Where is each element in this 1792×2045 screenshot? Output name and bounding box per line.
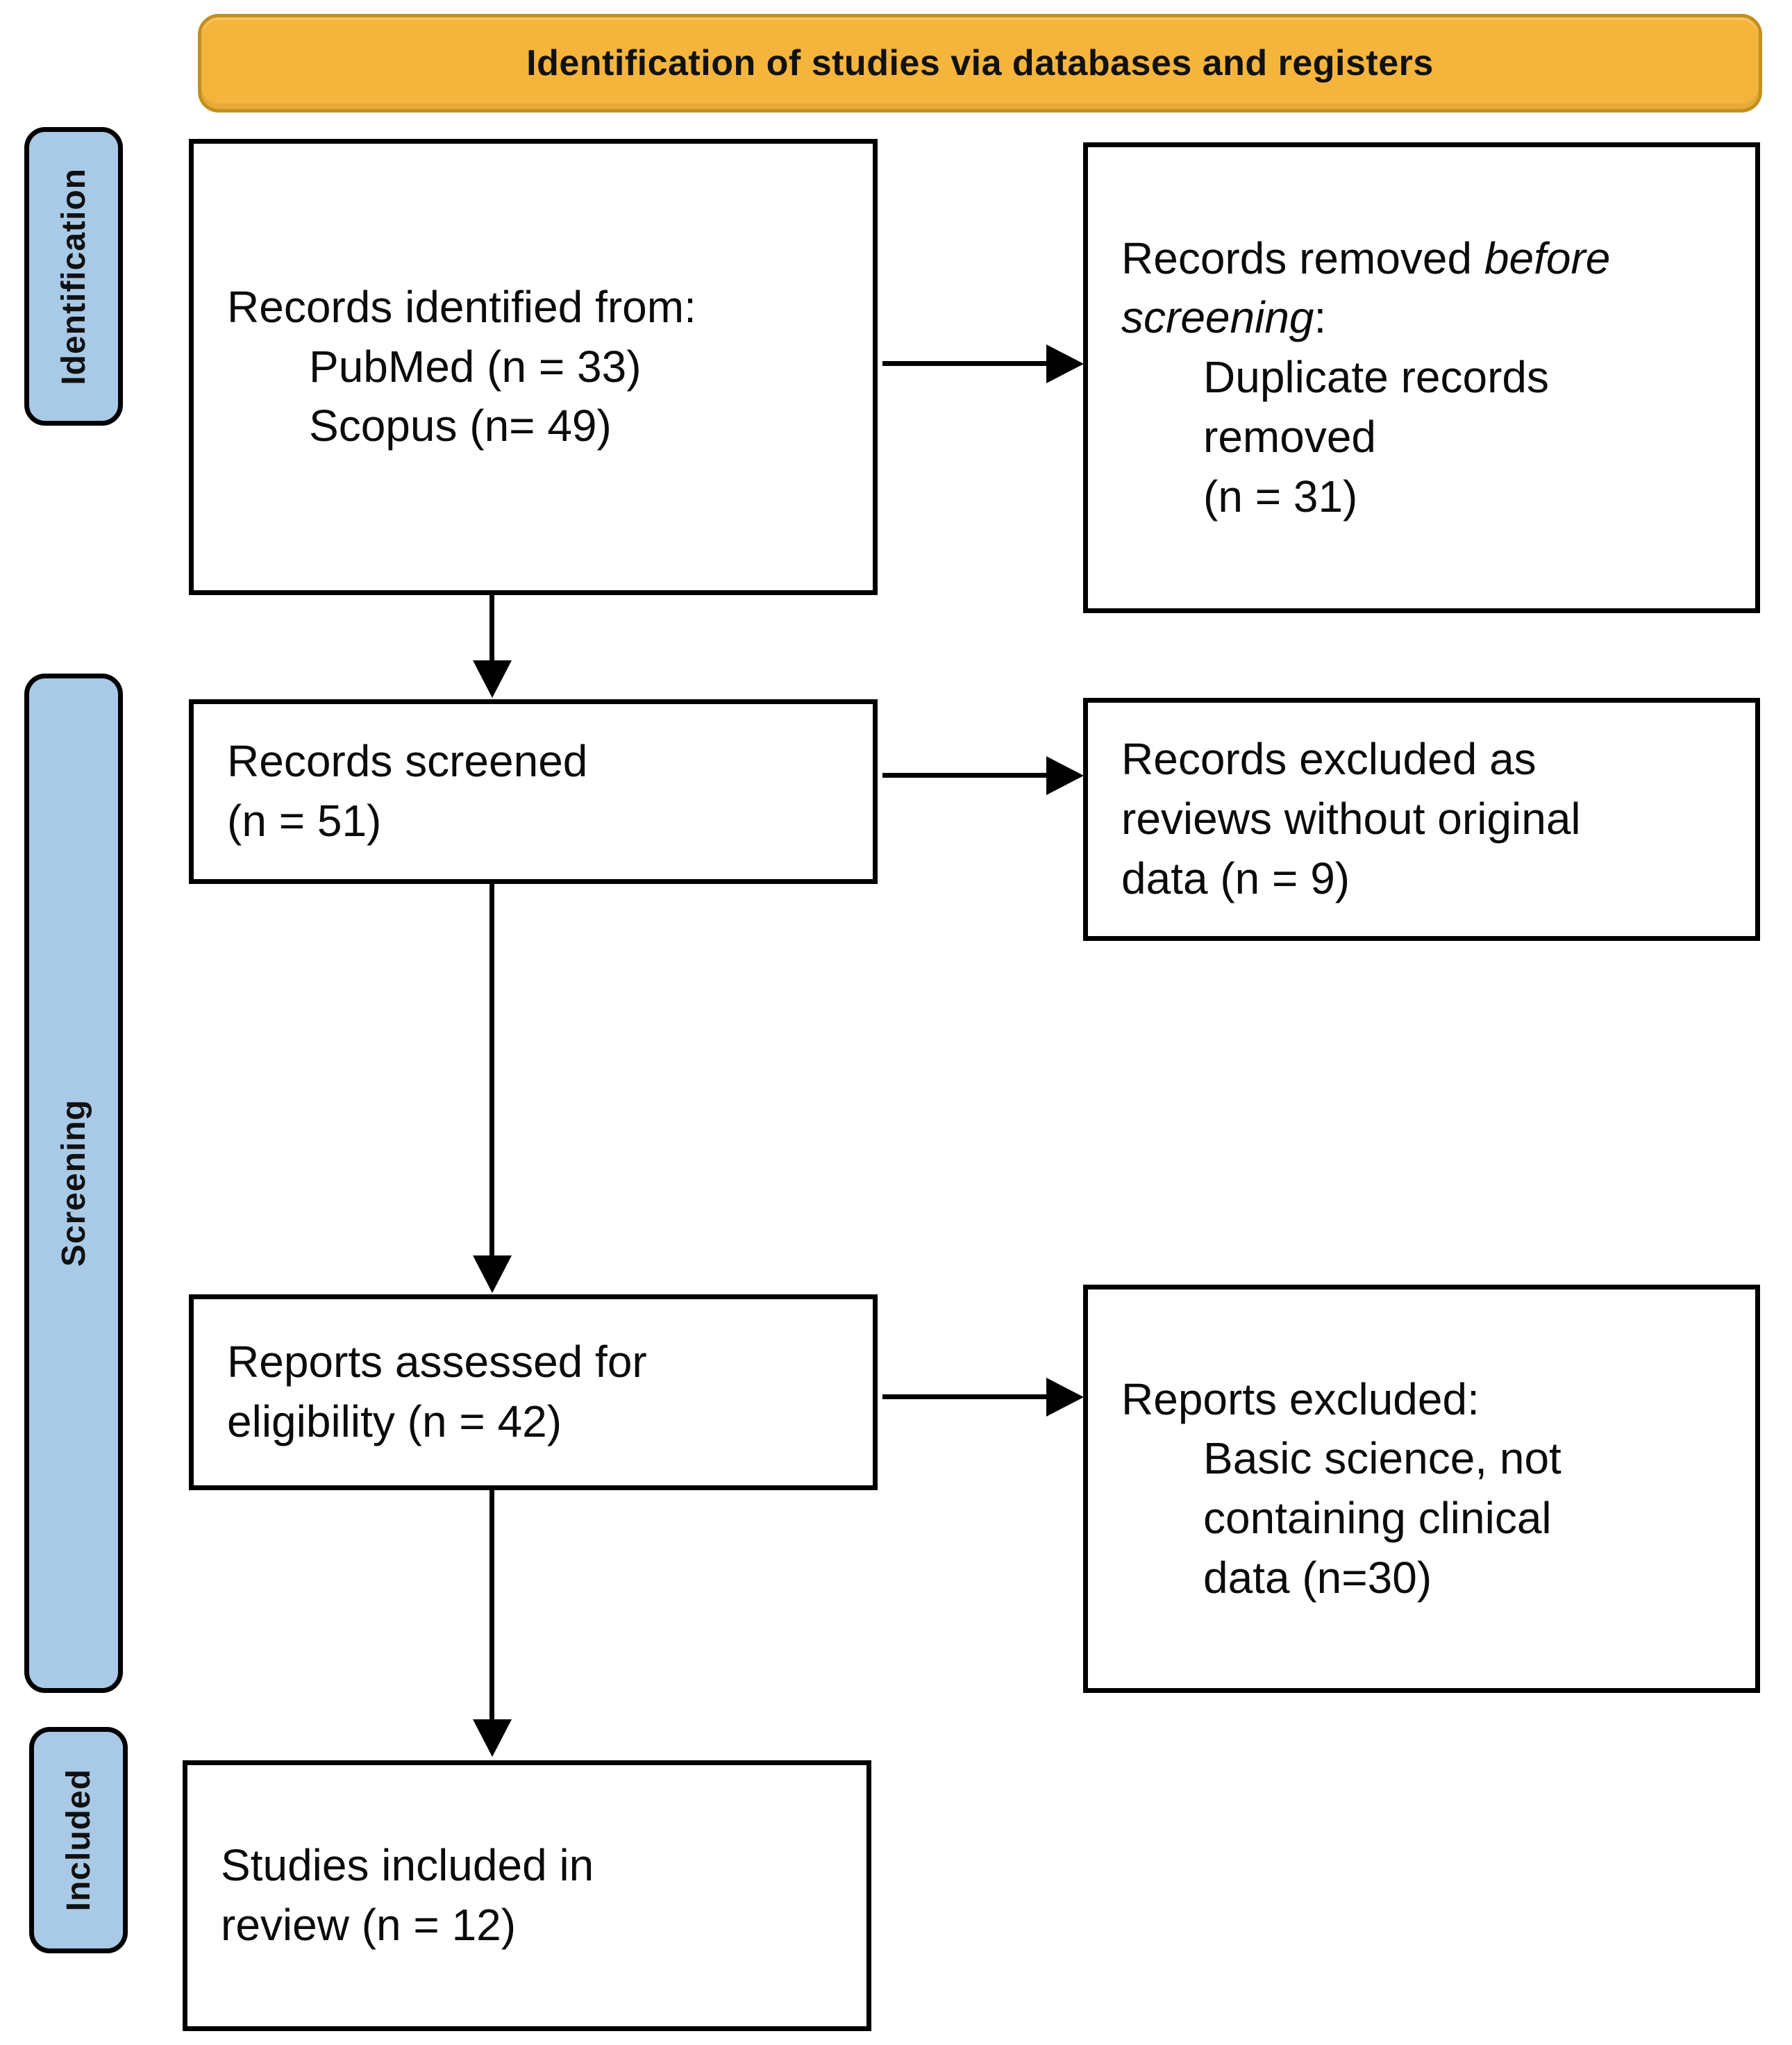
text-line: containing clinical (1203, 1493, 1552, 1543)
text-line: data (n = 9) (1121, 853, 1350, 903)
arrow-identified-to-screened (489, 595, 494, 662)
box-records-identified: Records identified from: PubMed (n = 33)… (189, 139, 878, 595)
arrow-screened-to-excluded (882, 773, 1048, 778)
text-line: Reports excluded: (1121, 1374, 1480, 1424)
stage-bar-screening: Screening (24, 674, 123, 1693)
text-line: Reports assessed for (227, 1337, 647, 1387)
text-segment-italic: screening (1121, 292, 1314, 343)
text-line: screening: (1121, 288, 1736, 348)
box-records-excluded: Records excluded as reviews without orig… (1083, 698, 1760, 941)
text-line: PubMed (n = 33) (309, 341, 642, 392)
text-line: Records identified from: (227, 281, 696, 332)
box-reports-assessed: Reports assessed for eligibility (n = 42… (189, 1294, 878, 1490)
text-line: data (n=30) (1203, 1552, 1432, 1603)
identification-banner: Identification of studies via databases … (198, 14, 1762, 112)
text-line: Records screened (227, 736, 588, 787)
text-line: Basic science, not (1203, 1433, 1561, 1484)
arrow-assessed-to-reports-excluded (882, 1394, 1048, 1399)
stage-label-identification: Identification (55, 167, 92, 385)
box-reports-excluded: Reports excluded: Basic science, not con… (1083, 1285, 1760, 1693)
text-line: eligibility (n = 42) (227, 1396, 562, 1446)
arrow-screened-to-assessed (489, 884, 494, 1257)
arrow-identified-to-removed (882, 361, 1048, 366)
box-records-removed-before-screening: Records removed before screening: Duplic… (1083, 142, 1760, 613)
text-line: reviews without original (1121, 794, 1581, 844)
text-line: Duplicate records (1203, 352, 1549, 403)
text-segment: : (1314, 292, 1327, 343)
stage-label-screening: Screening (55, 1099, 92, 1267)
text-line: Scopus (n= 49) (309, 401, 612, 451)
text-segment-italic: before (1484, 233, 1611, 283)
text-line: Records excluded as (1121, 734, 1536, 785)
text-line: (n = 51) (227, 796, 382, 846)
arrow-assessed-to-included (489, 1490, 494, 1721)
text-segment: Records removed (1121, 233, 1484, 283)
text-line: Studies included in (221, 1840, 594, 1891)
text-line: Records removed before (1121, 229, 1736, 289)
stage-bar-identification: Identification (24, 127, 123, 426)
stage-label-included: Included (60, 1769, 97, 1912)
stage-bar-included: Included (29, 1727, 128, 1953)
box-studies-included: Studies included in review (n = 12) (183, 1760, 871, 2031)
text-line: removed (1203, 411, 1376, 462)
text-line: review (n = 12) (221, 1900, 517, 1950)
box-records-screened: Records screened (n = 51) (189, 699, 878, 884)
text-line: (n = 31) (1203, 471, 1358, 521)
banner-label: Identification of studies via databases … (526, 43, 1434, 83)
